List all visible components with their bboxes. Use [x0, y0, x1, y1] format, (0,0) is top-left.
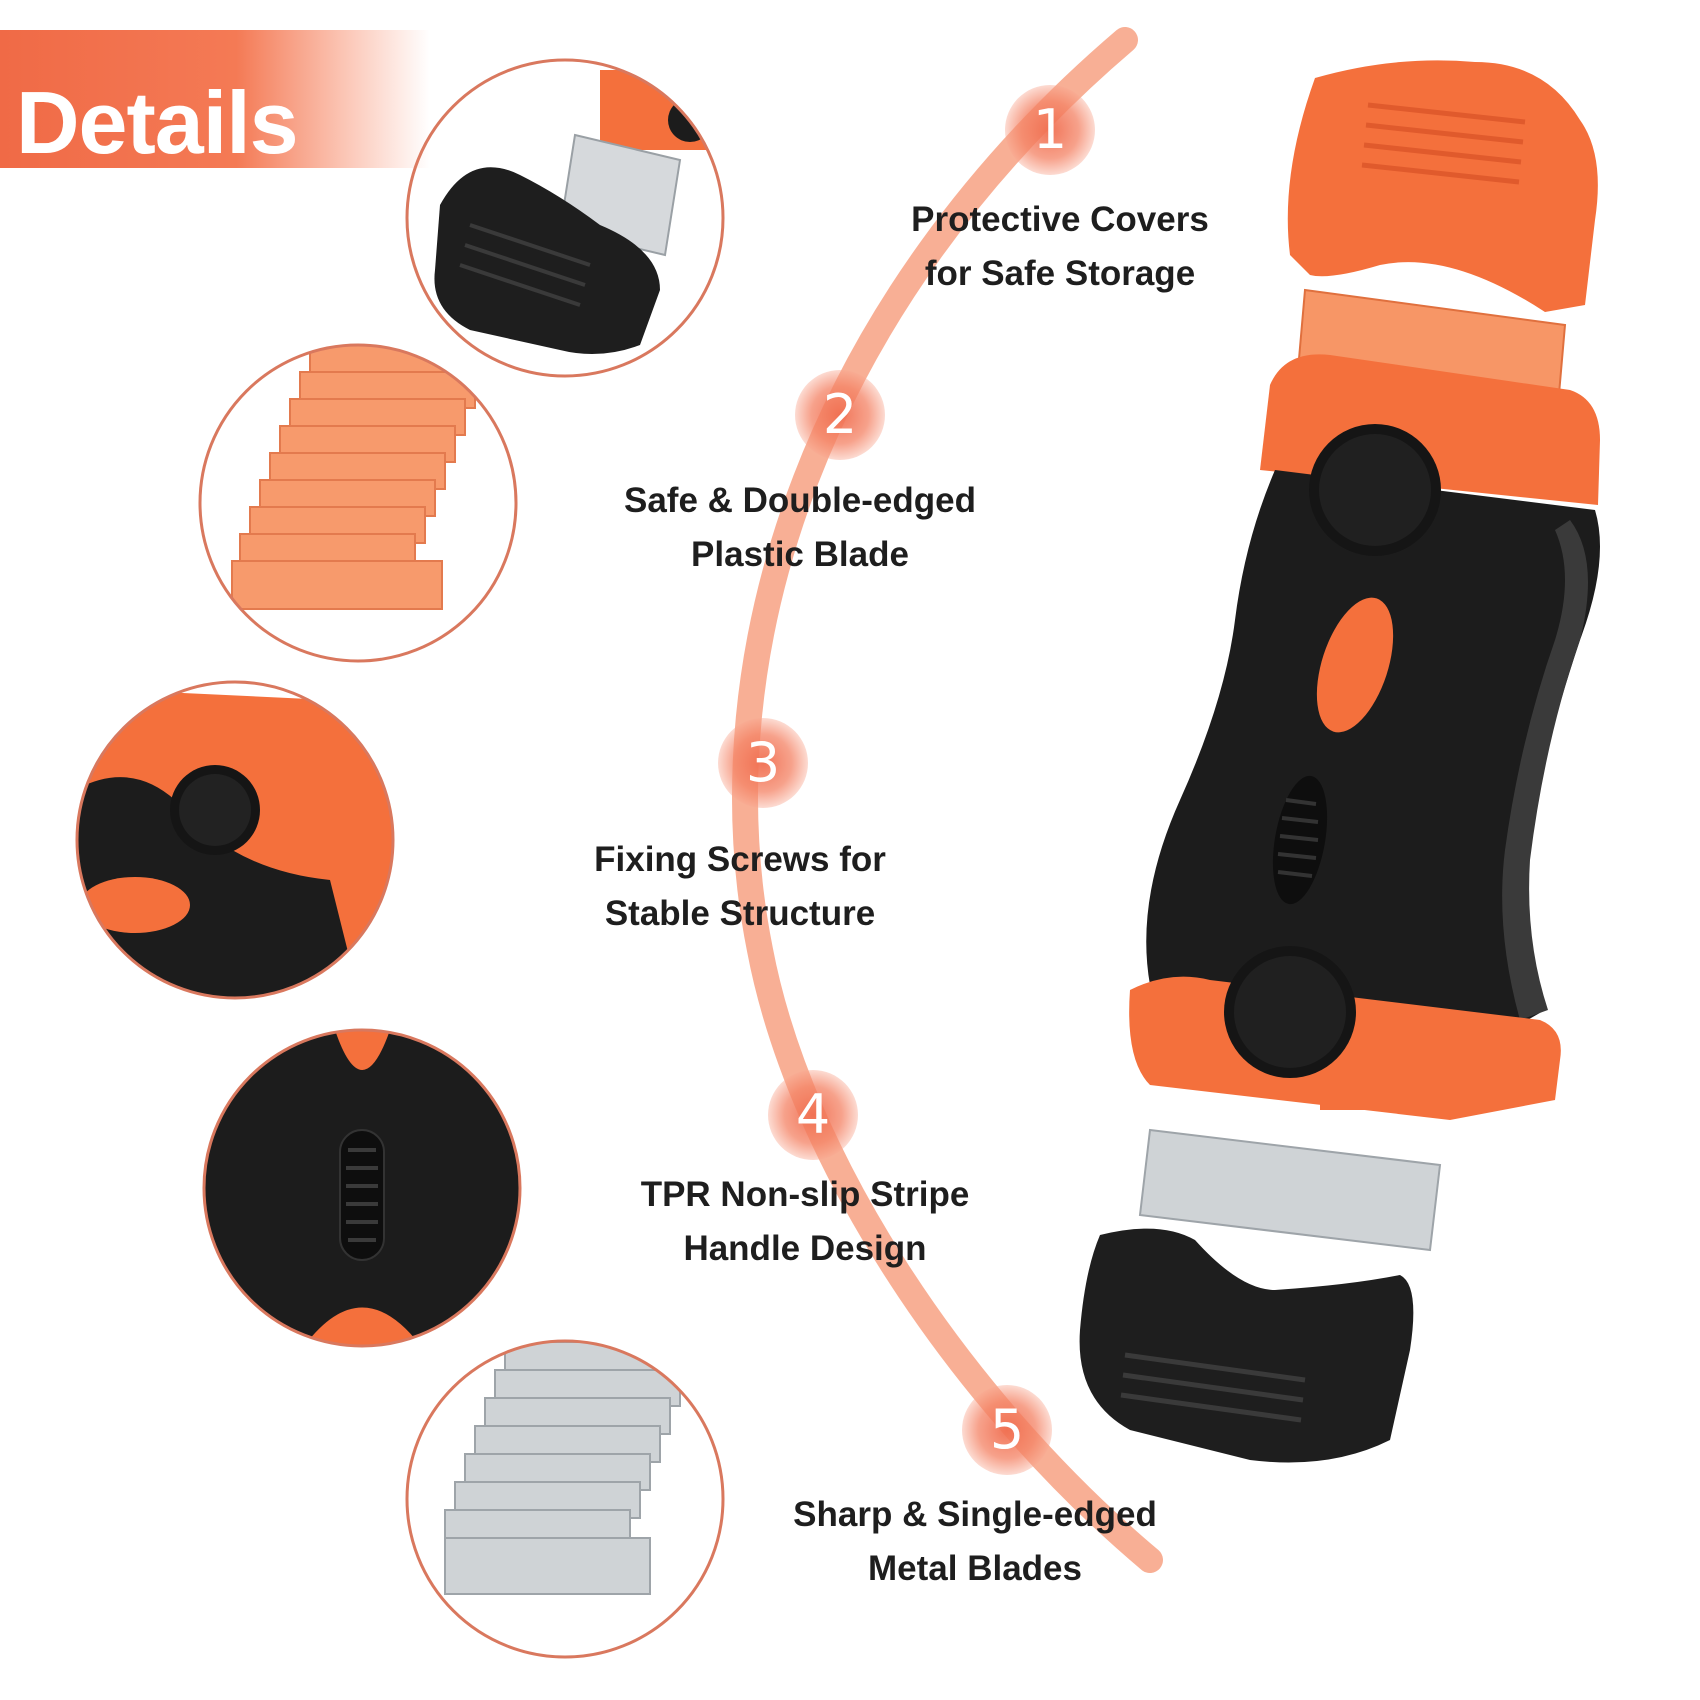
feature-caption-line: for Safe Storage	[924, 254, 1196, 293]
feature-caption-2: Safe & Double-edged Plastic Blade	[590, 474, 1010, 582]
details-title: Details	[16, 73, 299, 172]
black-protective-cover-icon	[1079, 1228, 1414, 1463]
feature-caption-line: Sharp & Single-edged	[793, 1495, 1157, 1534]
feature-caption-line: Plastic Blade	[691, 535, 909, 574]
orange-protective-cover-icon	[1287, 60, 1598, 312]
feature-number-1: 1	[1005, 85, 1095, 175]
bottom-fixing-screw-icon	[1224, 946, 1356, 1078]
feature-caption-line: Metal Blades	[868, 1549, 1082, 1588]
feature-caption-3: Fixing Screws for Stable Structure	[565, 833, 915, 941]
feature-caption-4: TPR Non-slip Stripe Handle Design	[610, 1168, 1000, 1276]
feature-number-3: 3	[718, 718, 808, 808]
feature-number-4: 4	[768, 1070, 858, 1160]
feature-caption-5: Sharp & Single-edged Metal Blades	[765, 1488, 1185, 1596]
feature-caption-line: Stable Structure	[604, 894, 876, 933]
top-fixing-screw-icon	[1309, 424, 1441, 556]
feature-caption-line: Handle Design	[683, 1229, 927, 1268]
details-banner: Details	[0, 30, 430, 172]
feature-caption-1: Protective Covers for Safe Storage	[880, 193, 1240, 301]
feature-caption-line: Safe & Double-edged	[624, 481, 976, 520]
feature-caption-line: Protective Covers	[911, 200, 1209, 239]
feature-number-2: 2	[795, 370, 885, 460]
feature-number-5: 5	[962, 1385, 1052, 1475]
feature-caption-line: TPR Non-slip Stripe	[640, 1175, 970, 1214]
feature-caption-line: Fixing Screws for	[594, 840, 886, 879]
